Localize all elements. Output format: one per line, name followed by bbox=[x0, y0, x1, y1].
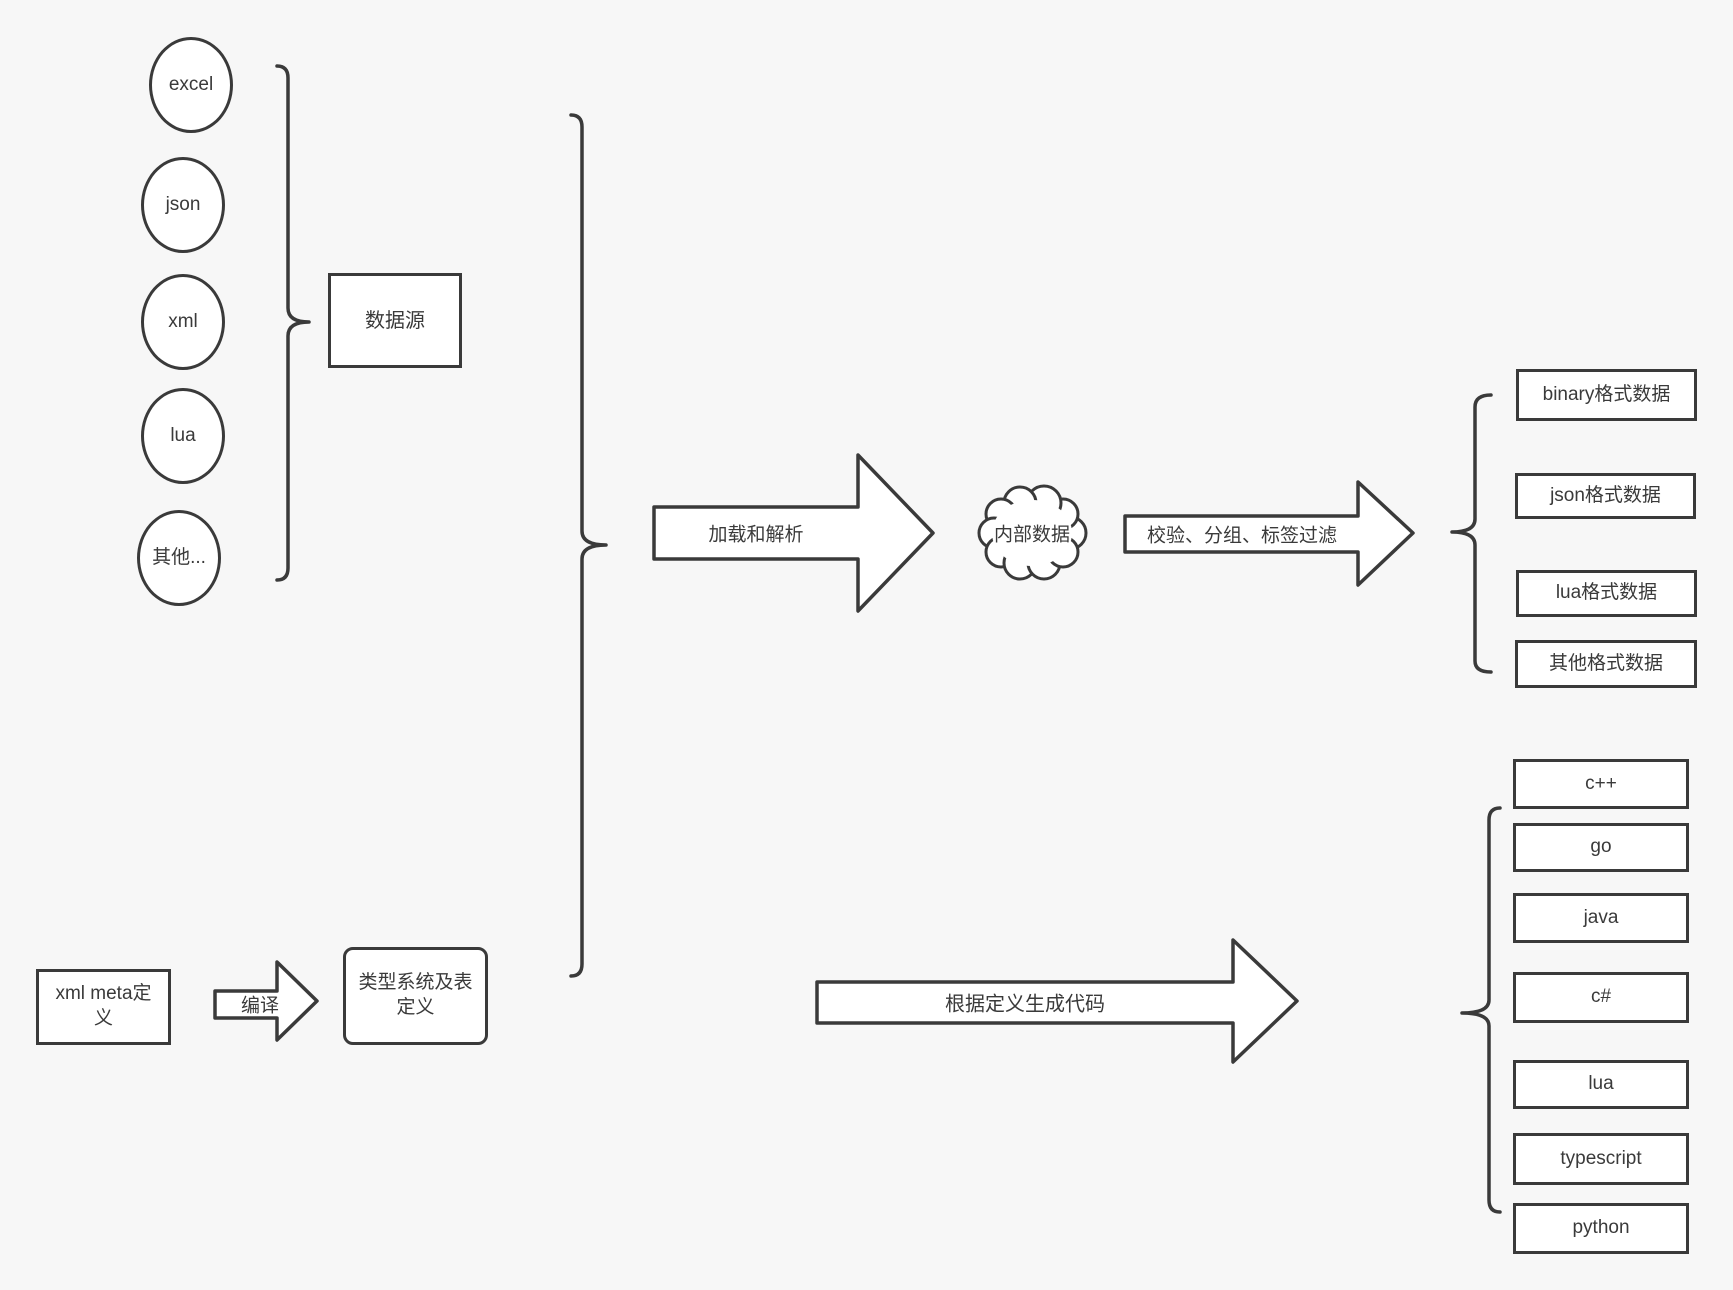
type-system-box: 类型系统及表定义 bbox=[343, 947, 488, 1045]
pipeline-brace-icon bbox=[569, 113, 608, 978]
load-parse-arrow-icon bbox=[652, 453, 935, 613]
filter-arrow-icon bbox=[1123, 480, 1415, 587]
output-box-label: 其他格式数据 bbox=[1548, 652, 1663, 674]
lang-box-typescript: typescript bbox=[1513, 1133, 1689, 1185]
output-box-json: json格式数据 bbox=[1515, 473, 1696, 519]
lang-box-label: python bbox=[1572, 1217, 1630, 1239]
lang-box-label: java bbox=[1583, 906, 1619, 928]
lang-box-label: lua bbox=[1588, 1073, 1614, 1095]
compile-arrow-label: 编译 bbox=[240, 995, 280, 1017]
lang-box-go: go bbox=[1513, 823, 1689, 872]
source-node-label: excel bbox=[168, 73, 214, 95]
codegen-arrow-icon bbox=[815, 938, 1299, 1064]
lang-box-python: python bbox=[1513, 1203, 1689, 1254]
lang-box-label: c++ bbox=[1585, 772, 1617, 794]
data-source-group-box: 数据源 bbox=[328, 273, 462, 368]
internal-data-cloud-icon bbox=[977, 484, 1088, 581]
source-node-other: 其他... bbox=[137, 510, 221, 606]
lang-box-csharp: c# bbox=[1513, 972, 1689, 1023]
source-node-excel: excel bbox=[149, 37, 233, 133]
internal-data-cloud-label: 内部数据 bbox=[993, 524, 1071, 546]
outputs-brace-icon bbox=[1450, 393, 1493, 674]
lang-box-label: go bbox=[1590, 836, 1612, 858]
data-source-group-label: 数据源 bbox=[365, 309, 425, 332]
xml-meta-label: xml meta定义 bbox=[55, 983, 152, 1029]
lang-box-label: c# bbox=[1590, 986, 1612, 1008]
output-box-label: binary格式数据 bbox=[1542, 383, 1671, 405]
load-parse-arrow-label: 加载和解析 bbox=[708, 524, 804, 546]
lang-box-java: java bbox=[1513, 893, 1689, 943]
output-box-label: json格式数据 bbox=[1550, 484, 1661, 506]
lang-box-lua: lua bbox=[1513, 1060, 1689, 1109]
source-node-json: json bbox=[141, 157, 225, 253]
languages-brace-icon bbox=[1460, 806, 1502, 1214]
filter-arrow-label: 校验、分组、标签过滤 bbox=[1146, 525, 1338, 547]
source-node-lua: lua bbox=[141, 388, 225, 484]
output-box-other: 其他格式数据 bbox=[1515, 640, 1697, 688]
source-node-xml: xml bbox=[141, 274, 225, 370]
source-node-label: lua bbox=[170, 424, 196, 446]
output-box-lua: lua格式数据 bbox=[1516, 570, 1697, 617]
sources-brace-icon bbox=[275, 64, 311, 582]
type-system-label: 类型系统及表定义 bbox=[358, 972, 473, 1018]
source-node-label: json bbox=[165, 193, 201, 215]
xml-meta-box: xml meta定义 bbox=[36, 969, 171, 1045]
codegen-arrow-label: 根据定义生成代码 bbox=[945, 993, 1105, 1016]
lang-box-label: typescript bbox=[1560, 1147, 1642, 1169]
output-box-binary: binary格式数据 bbox=[1516, 369, 1697, 421]
compile-arrow-icon bbox=[213, 960, 319, 1042]
source-node-label: xml bbox=[168, 310, 198, 332]
lang-box-cpp: c++ bbox=[1513, 759, 1689, 809]
source-node-label: 其他... bbox=[152, 546, 206, 568]
output-box-label: lua格式数据 bbox=[1555, 582, 1658, 604]
